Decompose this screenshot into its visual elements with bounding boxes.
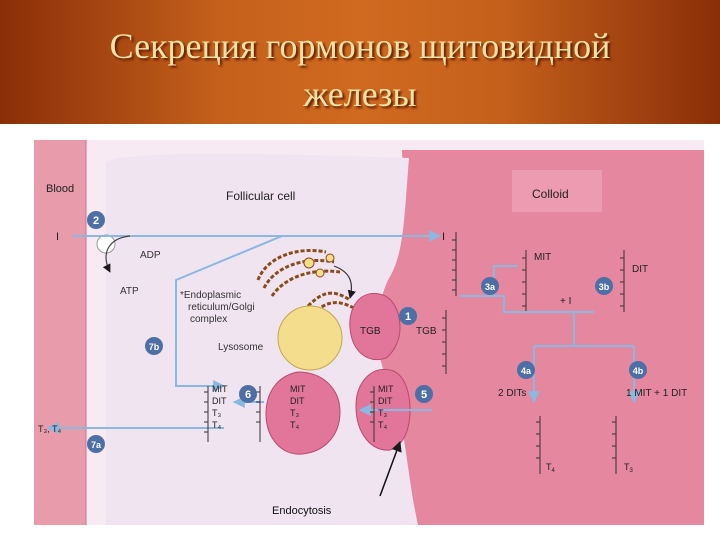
plus-iodide-label: + I — [560, 296, 571, 307]
step-badge-4a: 4a — [517, 361, 535, 379]
free-list-1: MIT — [378, 384, 394, 394]
iodide-pump — [96, 234, 116, 254]
step-3b-text: 3b — [599, 282, 610, 292]
step-badge-1: 1 — [399, 307, 417, 325]
mit-3a-label: MIT — [534, 252, 551, 263]
step-7a-text: 7a — [91, 440, 102, 450]
step-badge-3a: 3a — [481, 277, 499, 295]
endocytosis-label: Endocytosis — [272, 505, 332, 517]
lysosome — [277, 305, 343, 371]
free-list-2: DIT — [378, 396, 393, 406]
t4-subscript: 4 — [552, 468, 556, 474]
step-badge-2: 2 — [87, 211, 105, 229]
step-3a-text: 3a — [485, 282, 496, 292]
step-badge-6: 6 — [239, 385, 257, 403]
t3-t4-blood-label: T₃, T₄ — [38, 424, 61, 434]
lysosome-label: Lysosome — [218, 342, 264, 353]
two-dits-label: 2 DITs — [498, 388, 526, 399]
step-badge-4b: 4b — [629, 361, 647, 379]
step-4b-text: 4b — [633, 366, 644, 376]
free-list-3: T₃ — [378, 408, 387, 418]
endocytosis-pointer — [379, 441, 402, 497]
tgb-colloid-label: TGB — [416, 326, 437, 337]
tgb-vesicle — [349, 292, 401, 360]
step-badge-3b: 3b — [595, 277, 613, 295]
colloid-label-box — [512, 170, 602, 212]
thyroid-hormone-diagram: 2 1 3a 3b 4a 4b 5 6 7a 7b Blood Follicul… — [34, 140, 704, 525]
blood-label: Blood — [46, 183, 74, 195]
step-2-text: 2 — [93, 215, 99, 227]
follicular-cell-label: Follicular cell — [226, 189, 295, 203]
t4-letter: T — [546, 462, 552, 472]
lysosome-digest — [265, 371, 341, 455]
follicular-cell — [106, 153, 418, 525]
tgb-chains — [204, 232, 625, 474]
step-1-text: 1 — [405, 311, 411, 323]
iodide-blood-label: I — [56, 231, 59, 243]
er-label-3: complex — [190, 314, 227, 325]
t3-label: T3 — [624, 462, 634, 474]
vesicle-list-4: T₄ — [290, 420, 299, 430]
step-badge-7a: 7a — [87, 435, 105, 453]
vesicle-list-1: MIT — [290, 384, 306, 394]
t3-subscript: 3 — [630, 468, 634, 474]
colloid-label: Colloid — [532, 187, 569, 201]
step-7b-text: 7b — [149, 342, 160, 352]
er-vesicles — [303, 253, 335, 278]
lysosome-product-list: MIT DIT T₃ T₄ — [212, 384, 228, 430]
step-4a-text: 4a — [521, 366, 532, 376]
er-label-1: *Endoplasmic — [180, 290, 241, 301]
er-label-2: reticulum/Golgi — [188, 302, 255, 313]
t3-letter: T — [624, 462, 630, 472]
atp-label: ATP — [120, 286, 139, 297]
er-golgi-complex — [256, 248, 355, 316]
blood-vessel — [34, 140, 86, 525]
free-list-4: T₄ — [378, 420, 387, 430]
lyso-list-4: T₄ — [212, 420, 221, 430]
mit-dit-label: 1 MIT + 1 DIT — [626, 388, 687, 399]
colloid-region — [375, 150, 704, 525]
atp-adp-arrow — [102, 235, 131, 273]
vesicle-product-list: MIT DIT T₃ T₄ — [290, 384, 306, 430]
slide-header — [0, 0, 720, 124]
title-line-2: железы — [303, 74, 417, 114]
lyso-list-3: T₃ — [212, 408, 221, 418]
lyso-list-2: DIT — [212, 396, 227, 406]
t4-label: T4 — [546, 462, 556, 474]
golgi-to-vesicle-arrow — [333, 265, 356, 299]
step-7b-arrow — [175, 235, 283, 392]
adp-label: ADP — [140, 250, 161, 261]
step-badge-5: 5 — [415, 385, 433, 403]
endocytosis-product-list: MIT DIT T₃ T₄ — [378, 384, 394, 430]
iodide-colloid-label: I — [442, 231, 445, 243]
tgb-cell-label: TGB — [360, 326, 381, 337]
slide-title: Секреция гормонов щитовидной железы — [0, 22, 720, 118]
vesicle-list-3: T₃ — [290, 408, 299, 418]
title-line-1: Секреция гормонов щитовидной — [109, 26, 611, 66]
step-5-text: 5 — [421, 389, 427, 401]
step-6-text: 6 — [245, 389, 251, 401]
step-badge-7b: 7b — [145, 337, 163, 355]
diagram-svg: 2 1 3a 3b 4a 4b 5 6 7a 7b Blood Follicul… — [34, 140, 704, 525]
vesicle-list-2: DIT — [290, 396, 305, 406]
lyso-list-1: MIT — [212, 384, 228, 394]
dit-3b-label: DIT — [632, 264, 648, 275]
